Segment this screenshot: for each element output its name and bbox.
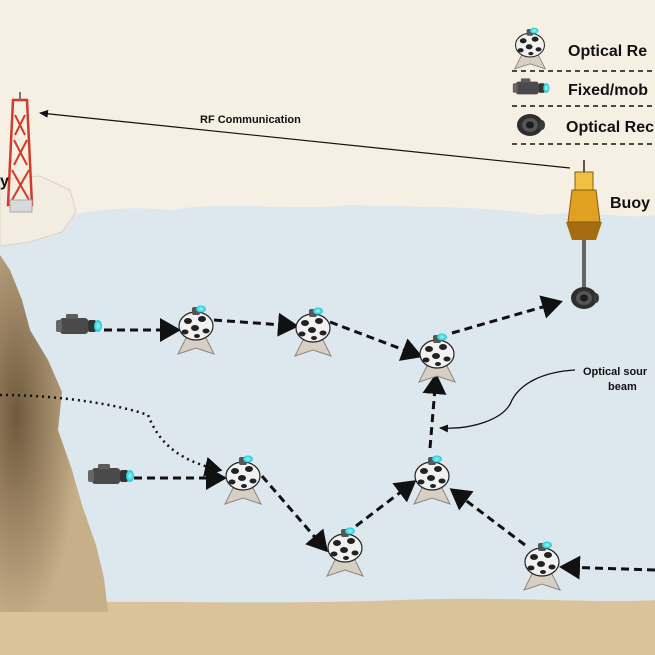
optical-link	[213, 312, 299, 337]
cliff-link	[0, 393, 223, 477]
legend-label: Optical Re	[568, 43, 647, 60]
legend-label: Optical Rec	[566, 119, 654, 136]
shore-station: y	[0, 92, 34, 213]
cliff	[0, 255, 108, 612]
optical-link	[449, 488, 526, 547]
beam-label: Optical sour	[583, 366, 648, 378]
rf-label: RF Communication	[200, 114, 301, 126]
optical-link	[451, 295, 563, 335]
optical-links	[104, 295, 655, 580]
rf-link	[39, 109, 571, 169]
seabed	[0, 598, 655, 655]
buoy: Buoy	[566, 160, 650, 309]
beam-annotation-arrow	[439, 369, 576, 433]
shore-platform	[0, 175, 77, 247]
legend-label: Fixed/mob	[568, 82, 648, 99]
legend: Optical Re Fixed/mob Optical Rec	[512, 27, 655, 145]
optical-link	[329, 320, 423, 361]
radio-tower-icon	[6, 92, 34, 213]
buoy-label: Buoy	[610, 195, 650, 212]
optical-link	[559, 555, 655, 580]
sea-water	[0, 205, 655, 615]
optical-link	[260, 475, 328, 553]
shore-label: y	[0, 173, 9, 190]
beam-label: beam	[608, 381, 637, 393]
